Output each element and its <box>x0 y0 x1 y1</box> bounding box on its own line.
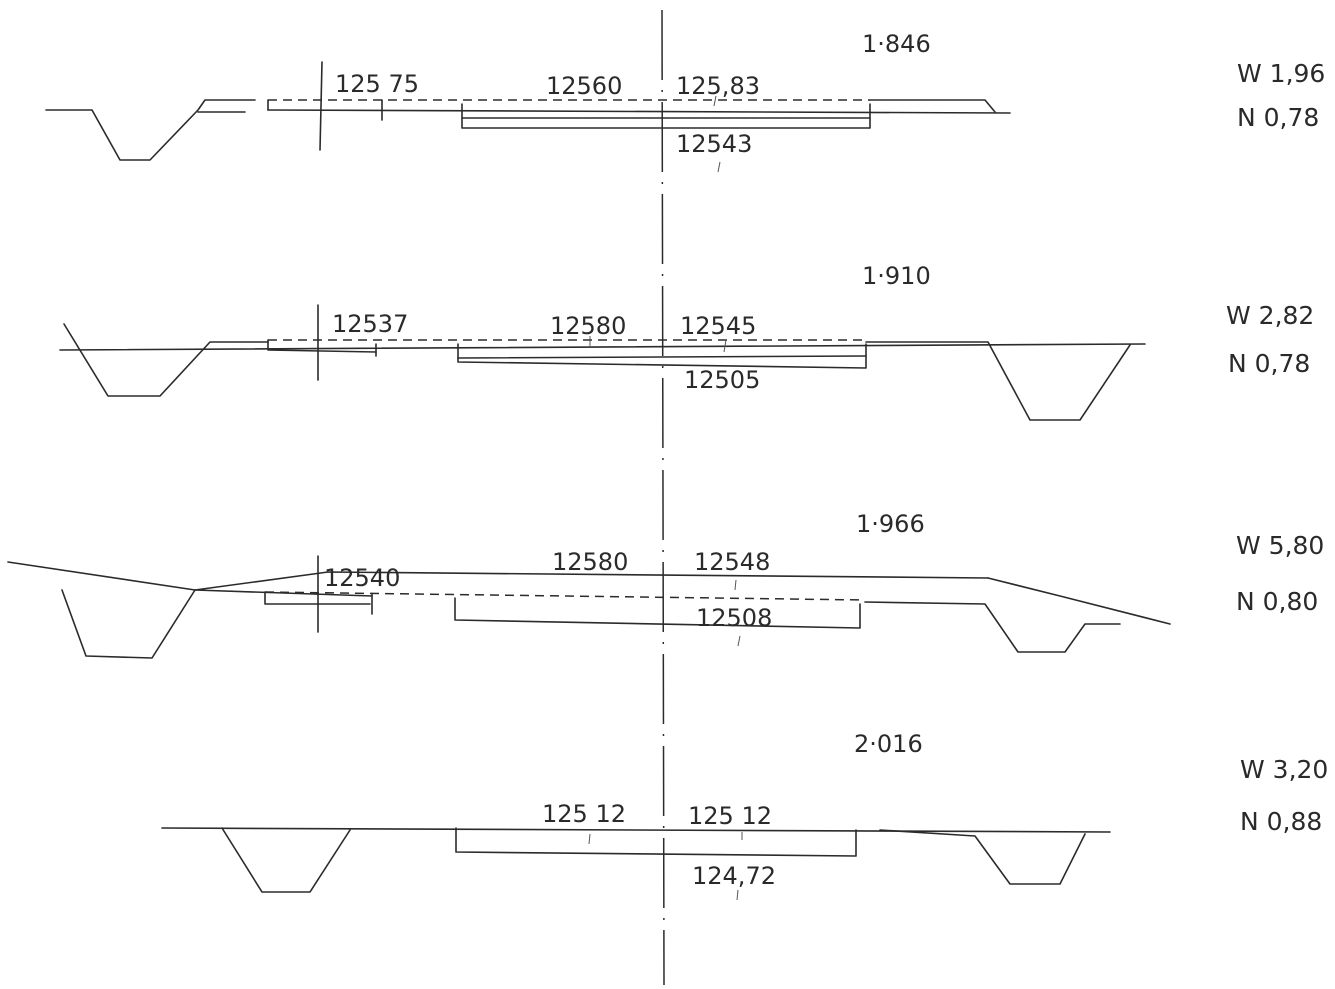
left-ditch <box>221 827 351 893</box>
design-left-upper <box>194 589 373 597</box>
level-left: 125 75 <box>335 70 419 98</box>
cross-section-1: 1·846 125 75 12560 125,83 12543 W 1,96 N… <box>45 30 1325 173</box>
cross-section-2: 1·910 12537 12580 12545 12505 W 2,82 N 0… <box>59 262 1314 421</box>
tick-mark <box>588 833 591 845</box>
tick-mark <box>723 339 727 353</box>
side-note-n: N 0,78 <box>1228 349 1310 378</box>
side-note-n: N 0,78 <box>1237 103 1319 132</box>
level-right: 125 12 <box>688 802 772 830</box>
level-left: 12540 <box>324 564 400 592</box>
side-note-n: N 0,88 <box>1240 807 1322 836</box>
ground-line <box>267 109 1011 114</box>
pavement-box <box>454 597 861 629</box>
right-ditch <box>864 601 1121 653</box>
level-bottom: 12508 <box>696 604 772 632</box>
design-left-edge <box>264 591 371 605</box>
cross-section-4: 2·016 125 12 125 12 124,72 W 3,20 N 0,88 <box>161 730 1328 901</box>
pavement-box <box>461 103 871 129</box>
station-label: 1·846 <box>862 30 931 58</box>
level-bottom: 12505 <box>684 366 760 394</box>
level-mid: 12580 <box>550 312 626 340</box>
left-ditch <box>45 99 256 161</box>
center-axis-line <box>661 9 665 986</box>
station-label: 1·910 <box>862 262 931 290</box>
side-note-w: W 3,20 <box>1240 755 1328 784</box>
design-left-edge <box>267 339 377 353</box>
level-bottom: 124,72 <box>692 862 776 890</box>
tick-mark <box>717 161 721 173</box>
ground-line <box>7 561 989 591</box>
level-mid: 12580 <box>552 548 628 576</box>
right-shoulder <box>869 99 996 113</box>
cross-section-3: 1·966 12540 12580 12548 12508 W 5,80 N 0… <box>7 510 1324 659</box>
side-note-n: N 0,80 <box>1236 587 1318 616</box>
side-note-w: W 2,82 <box>1226 301 1314 330</box>
left-ditch <box>63 323 269 397</box>
tick-mark <box>737 635 741 647</box>
level-left: 125 12 <box>542 800 626 828</box>
ground-line-right <box>987 577 1171 625</box>
tick-mark <box>713 95 717 107</box>
station-label: 1·966 <box>856 510 925 538</box>
station-label: 2·016 <box>854 730 923 758</box>
pavement-inner-line <box>457 355 867 359</box>
level-left: 12537 <box>332 310 408 338</box>
tick-mark <box>734 579 737 591</box>
side-note-w: W 1,96 <box>1237 59 1325 88</box>
right-ditch <box>865 341 1131 421</box>
vertical-tick-left <box>319 61 323 151</box>
right-ditch <box>879 829 1086 885</box>
pavement-box <box>455 827 857 857</box>
level-bottom: 12543 <box>676 130 752 158</box>
side-note-w: W 5,80 <box>1236 531 1324 560</box>
level-right: 125,83 <box>676 72 760 100</box>
ground-line <box>59 343 1146 351</box>
design-top-dashed <box>264 591 866 601</box>
level-right: 12545 <box>680 312 756 340</box>
ground-line <box>161 827 1111 833</box>
level-mid: 12560 <box>546 72 622 100</box>
level-right: 12548 <box>694 548 770 576</box>
left-ditch <box>61 589 196 659</box>
tick-mark <box>736 889 739 901</box>
